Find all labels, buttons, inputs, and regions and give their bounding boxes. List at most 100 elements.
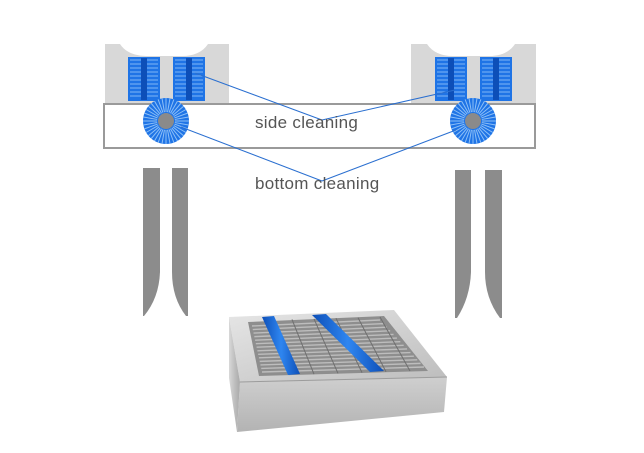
rotor-bristle [477,100,485,114]
rotor-bristle [451,123,465,130]
brush-bar-left [262,316,300,375]
rotor-bristle [157,129,164,143]
rotor-bristle [464,99,471,113]
rotor-bristle [148,126,160,137]
rotor-bristle [452,109,466,117]
rotor-bristle [452,125,466,133]
fork-right-b [485,170,502,318]
washing-machine [229,310,448,432]
rotor-bristle [157,99,164,113]
rotor-bristle [174,123,188,130]
rotor-bristle [170,128,178,142]
rotor-bristle [481,116,496,120]
rotor-bristle [145,109,159,117]
rotor-bristle [143,116,158,120]
rotor-bristle [475,99,482,113]
left-cleaning-unit [105,44,229,104]
right-cleaning-unit [411,44,536,104]
rotor-bristle [174,122,189,126]
rotor-bristle [171,127,182,139]
rotor-bristle [144,112,158,119]
fork-left-a [143,168,160,316]
rotor-bristle [455,105,467,116]
machine-front [237,377,447,432]
rotor-bristle [457,127,468,139]
rotor-bristle [468,129,472,144]
rotor-bristle [154,100,162,114]
rotor-bristle [481,122,496,126]
brush-core [448,58,454,100]
machine-edge [239,376,448,383]
rotor-bristle [170,100,178,114]
rotor-bristle [450,122,465,126]
rotor-bristle [168,99,175,113]
rotor-bristle [167,98,171,113]
rotor-bristle [461,100,469,114]
brush-bar-right [312,314,384,372]
bottom-leader-right [321,129,457,182]
rotor-hub [465,113,481,129]
rotor-bristle [148,105,160,116]
rotor-bristle [172,126,184,137]
leader-lines [180,72,457,182]
rotor-bristle [173,125,187,133]
rotor-bristle [475,129,482,143]
rotor-bristle [481,123,495,130]
rail [313,318,339,374]
rotor-bristle [143,122,158,126]
rotor-bristle [480,109,494,117]
rotor-bristle [145,125,159,133]
rotor-bristle [481,112,495,119]
rotor-bristle [172,105,184,116]
rotor-bristle [161,98,165,113]
right-side-brush-bristles [437,58,510,100]
rotor-bristle [464,129,471,143]
brush-core [141,58,147,100]
rotor-bristle [173,109,187,117]
rotor-bristle [474,129,478,144]
rotor-bristle [161,129,165,144]
rail [357,317,387,373]
rotor-bristle [150,127,161,139]
bottom-leader-left [180,126,323,182]
side-leader-left [194,72,323,121]
left-bottom-brush [143,98,189,144]
rotor-bristle [455,126,467,137]
left-side-brush-bristles [130,58,203,100]
rotor-bristle [451,112,465,119]
rotor-bristle [479,105,491,116]
rotor-bristle [450,116,465,120]
rotor-bristle [468,98,472,113]
rotor-bristle [478,103,489,115]
rotor-bristle [477,128,485,142]
right-upper-housing [411,44,536,104]
left-upper-housing [105,44,229,104]
brush-core [186,58,192,100]
rotor-bristle [461,128,469,142]
rotor-bristle [479,126,491,137]
rotor-bristle [167,129,171,144]
side-leader-right [321,89,456,121]
rotor-hub [158,113,174,129]
brush-core [493,58,499,100]
rotor-bristle [174,116,189,120]
rotor-bristle [144,123,158,130]
rotor-bristle [474,98,478,113]
forks [143,168,502,318]
rail [379,316,411,372]
rotor-bristle [150,103,161,115]
rotor-bristle [174,112,188,119]
fork-left-b [172,168,188,316]
side-cleaning-label: side cleaning [255,113,359,132]
rotor-bristle [478,127,489,139]
fork-right-a [455,170,471,318]
rotor-bristle [171,103,182,115]
right-bottom-brush [450,98,496,144]
bottom-cleaning-label: bottom cleaning [255,174,380,193]
rotor-bristle [457,103,468,115]
rail [291,319,315,375]
machine-side [229,317,240,432]
rotor-bristle [480,125,494,133]
